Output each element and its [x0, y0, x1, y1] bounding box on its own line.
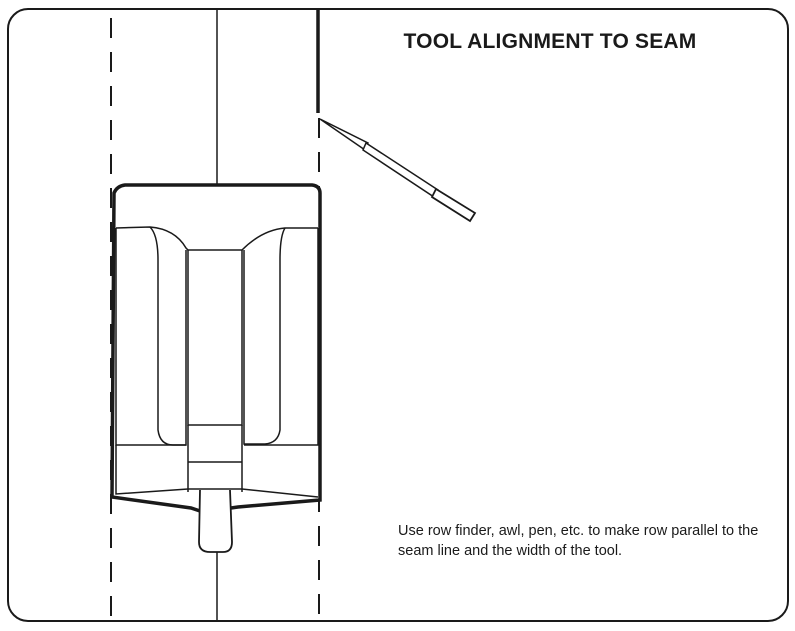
tool-right-lobe — [244, 228, 319, 446]
tool-center-lower — [187, 425, 243, 492]
tool-right-inner-lobe — [243, 227, 286, 445]
tool-shank — [198, 489, 233, 553]
tool-foot — [110, 183, 322, 553]
tool-center-column — [187, 250, 243, 426]
tool-body-outline — [110, 183, 322, 514]
diagram-border — [7, 8, 789, 622]
awl-tool — [319, 118, 477, 223]
diagram-caption: Use row finder, awl, pen, etc. to make r… — [398, 523, 759, 559]
diagram-title: TOOL ALIGNMENT TO SEAM — [403, 30, 697, 53]
tool-left-inner-lobe — [149, 226, 187, 446]
